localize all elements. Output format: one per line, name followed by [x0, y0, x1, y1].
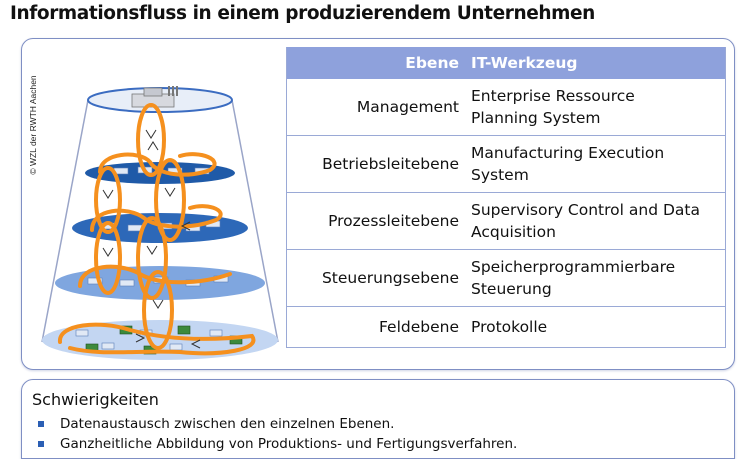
copyright-text: © WZL der RWTH Aachen [28, 75, 38, 175]
table-row: Feldebene Protokolle [286, 306, 726, 348]
information-flow-arrows [58, 103, 256, 356]
level-cell: Management [286, 79, 465, 136]
difficulties-panel [21, 379, 735, 459]
flow-direction-marks [102, 129, 201, 349]
list-item: Datenaustausch zwischen den einzelnen Eb… [36, 414, 517, 434]
table-row: Betriebsleitebene Manufacturing Executio… [286, 135, 726, 193]
level-cell: Feldebene [286, 306, 465, 348]
levels-table: Ebene IT-Werkzeug Management Enterprise … [286, 47, 726, 348]
level-cell: Prozessleitebene [286, 192, 465, 250]
difficulties-list: Datenaustausch zwischen den einzelnen Eb… [36, 414, 517, 454]
header-it-werkzeug: IT-Werkzeug [465, 47, 726, 79]
list-item: Ganzheitliche Abbildung von Produktions-… [36, 434, 517, 454]
information-flow-pyramid [41, 86, 279, 360]
factory-icon [131, 86, 178, 108]
tool-cell: Protokolle [465, 306, 726, 348]
header-ebene: Ebene [286, 47, 465, 79]
page-title: Informationsfluss in einem produzierende… [10, 3, 595, 24]
level-cell: Betriebsleitebene [286, 135, 465, 193]
level-cell: Steuerungsebene [286, 249, 465, 307]
table-row: Prozessleitebene Supervisory Control and… [286, 192, 726, 250]
copyright-note: © WZL der RWTH Aachen [27, 70, 39, 180]
difficulties-title: Schwierigkeiten [32, 390, 159, 409]
